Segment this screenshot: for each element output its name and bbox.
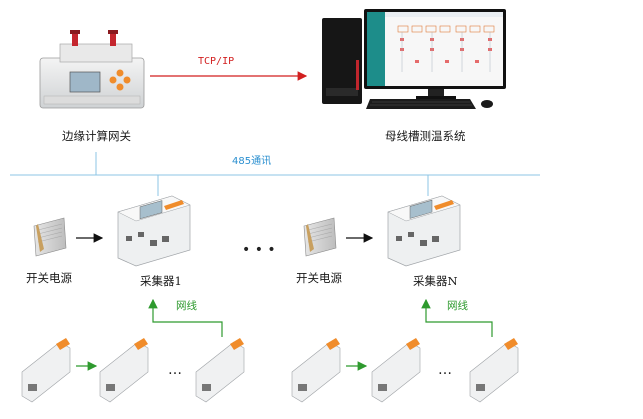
gateway-device [39,30,145,109]
sensor-1a [21,338,71,403]
power-supply-1 [33,217,67,257]
bus-label: 485通讯 [232,155,271,167]
netN-label: 网线 [447,299,468,312]
sensor-nb [371,338,421,403]
between-groups-ellipsis: • • • [242,242,276,258]
collector-n-device [387,195,461,267]
sensor-na [291,338,341,403]
power-supply-n [303,217,337,257]
chain-ellipsis-1: … [168,362,182,378]
tcpip-label: TCP/IP [198,56,234,67]
sensor-nc [469,338,519,403]
network-uplink-n [421,298,493,337]
chain-ellipsis-n: … [438,362,452,378]
collector-1-device [117,195,191,267]
system-label: 母线槽测温系统 [385,129,466,143]
collectorN-label: 采集器N [413,274,458,288]
psuN-label: 开关电源 [296,271,342,285]
sensor-1c [195,338,245,403]
net1-label: 网线 [176,299,197,312]
gateway-label: 边缘计算网关 [62,129,131,143]
sensor-1b [99,338,149,403]
monitoring-computer [322,9,506,109]
network-uplink-1 [148,298,223,337]
psu1-label: 开关电源 [26,271,72,285]
collector1-label: 采集器1 [140,274,182,288]
